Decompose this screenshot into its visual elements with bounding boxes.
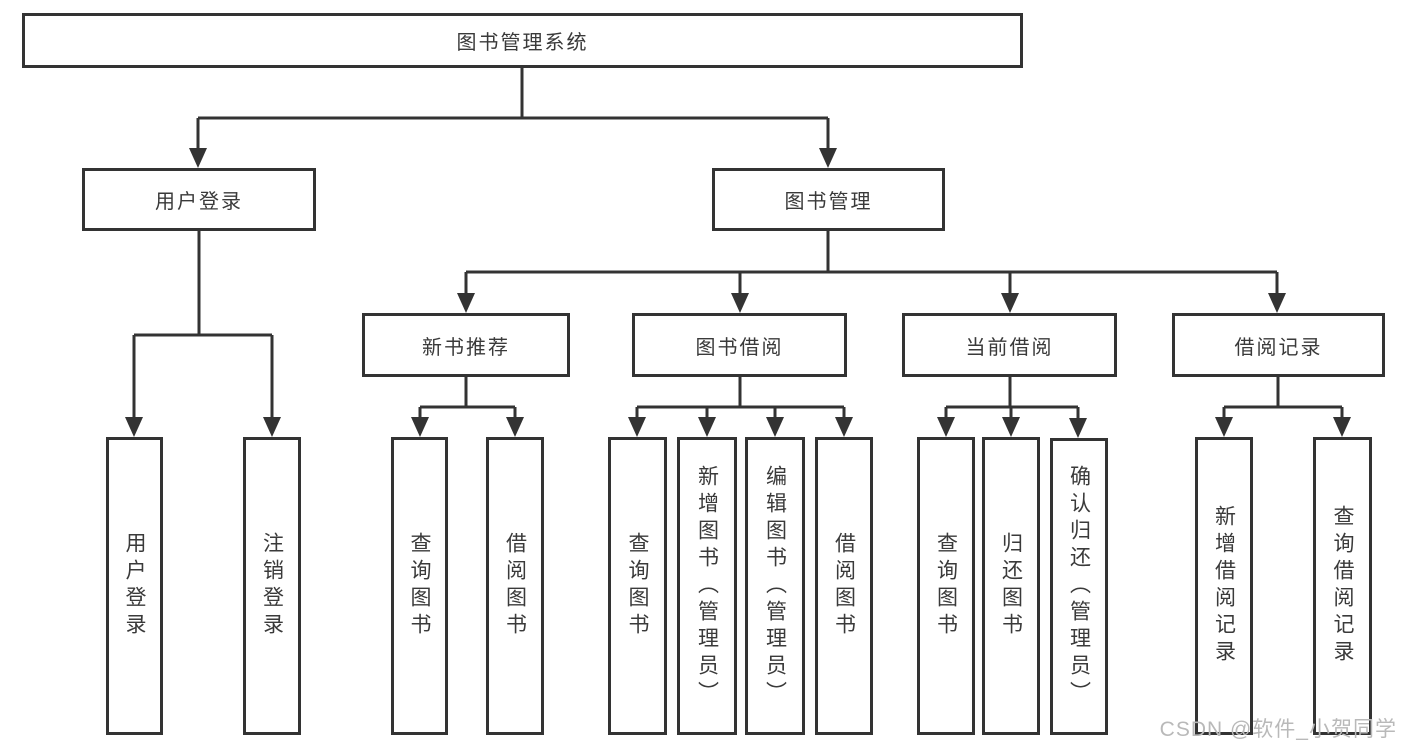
node-user-login-label: 用户登录 (155, 191, 243, 213)
node-current-borrow-label: 当前借阅 (965, 336, 1054, 359)
leaf-confirm-return-admin-label: 确认归还（管理员） (1067, 465, 1091, 708)
node-root-label: 图书管理系统 (456, 32, 589, 54)
leaf-edit-book-admin-label: 编辑图书（管理员） (763, 464, 787, 708)
csdn-watermark: CSDN @软件_小贺同学 (1159, 718, 1397, 741)
node-root: 图书管理系统 (22, 13, 1023, 68)
leaf-query-book-recommend: 查询图书 (391, 437, 448, 735)
arrowheads (125, 148, 1351, 438)
leaf-query-book-borrow-label: 查询图书 (626, 532, 649, 640)
leaf-add-borrow-record: 新增借阅记录 (1195, 437, 1253, 735)
leaf-query-book-recommend-label: 查询图书 (408, 532, 431, 640)
leaf-query-borrow-record-label: 查询借阅记录 (1331, 505, 1354, 667)
leaf-confirm-return-admin: 确认归还（管理员） (1050, 438, 1108, 735)
node-book-management-label: 图书管理 (784, 191, 873, 213)
leaf-query-borrow-record: 查询借阅记录 (1313, 437, 1372, 735)
leaf-query-book-current-label: 查询图书 (934, 532, 958, 640)
node-book-borrow-label: 图书借阅 (695, 336, 784, 359)
node-new-book-recommend-label: 新书推荐 (422, 336, 510, 359)
node-current-borrow: 当前借阅 (902, 313, 1117, 377)
leaf-query-book-current: 查询图书 (917, 437, 975, 735)
leaf-logout-label: 注销登录 (260, 532, 284, 640)
node-book-borrow: 图书借阅 (632, 313, 847, 377)
leaf-user-login: 用户登录 (106, 437, 163, 735)
leaf-borrow-book-recommend-label: 借阅图书 (503, 532, 527, 640)
leaf-borrow-book-recommend: 借阅图书 (486, 437, 544, 735)
node-new-book-recommend: 新书推荐 (362, 313, 570, 377)
leaf-borrow-book: 借阅图书 (815, 437, 873, 735)
leaf-return-book-label: 归还图书 (999, 532, 1023, 640)
leaf-logout: 注销登录 (243, 437, 301, 735)
node-borrow-record: 借阅记录 (1172, 313, 1385, 377)
node-user-login: 用户登录 (82, 168, 316, 231)
leaf-add-book-admin: 新增图书（管理员） (677, 437, 737, 735)
node-book-management: 图书管理 (712, 168, 945, 231)
leaf-return-book: 归还图书 (982, 437, 1040, 735)
leaf-add-book-admin-label: 新增图书（管理员） (695, 464, 719, 708)
leaf-add-borrow-record-label: 新增借阅记录 (1212, 505, 1236, 667)
leaf-user-login-label: 用户登录 (123, 532, 146, 640)
node-borrow-record-label: 借阅记录 (1234, 336, 1323, 359)
leaf-borrow-book-label: 借阅图书 (832, 532, 856, 640)
leaf-edit-book-admin: 编辑图书（管理员） (745, 437, 805, 735)
leaf-query-book-borrow: 查询图书 (608, 437, 667, 735)
